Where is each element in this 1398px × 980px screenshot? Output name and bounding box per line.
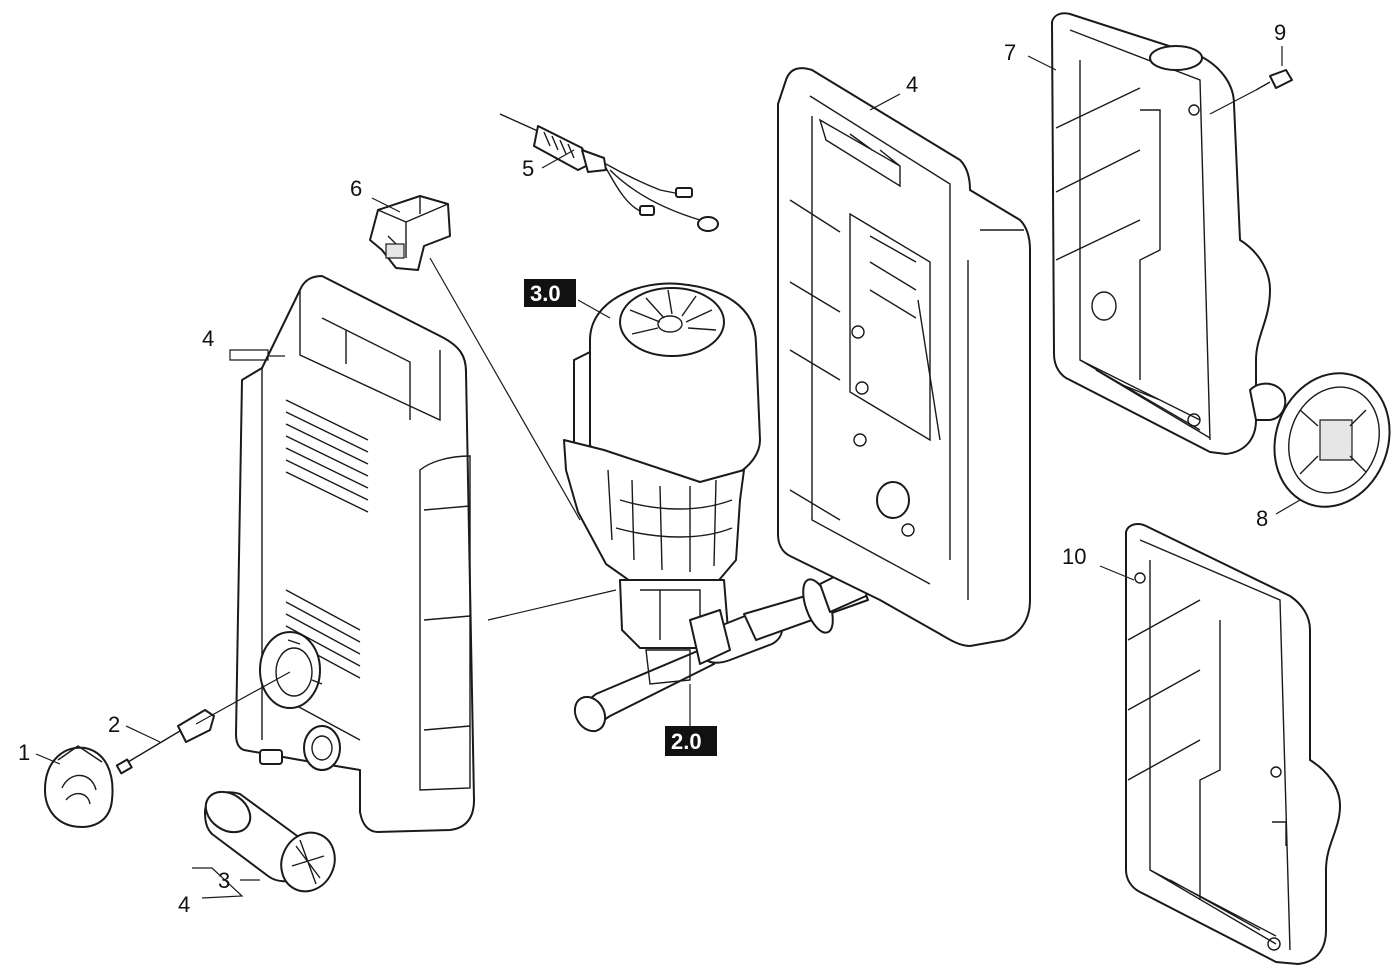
front-housing [235, 275, 475, 833]
badge-motor-group: 3.0 [524, 279, 576, 307]
part-9-screw [1255, 69, 1293, 91]
leader-lines [35, 46, 1301, 899]
callout-3: 3 [218, 868, 230, 893]
callout-9: 9 [1274, 20, 1286, 45]
part-5-cable [499, 113, 719, 232]
callout-2: 2 [108, 712, 120, 737]
part-6-switch [369, 195, 451, 271]
right-housing-7 [1051, 12, 1287, 455]
rear-frame [777, 67, 1031, 647]
callout-1: 1 [18, 740, 30, 765]
motor-assembly [563, 282, 761, 649]
left-housing-10 [1125, 523, 1341, 965]
callout-10: 10 [1062, 544, 1086, 569]
callout-4-rear-frame: 4 [906, 72, 918, 97]
callout-8: 8 [1256, 506, 1268, 531]
callout-4-front-housing: 4 [202, 326, 214, 351]
pump-assembly [573, 564, 872, 733]
callout-6: 6 [350, 176, 362, 201]
part-1-cap [44, 745, 114, 828]
badge-pump-group: 2.0 [665, 726, 717, 756]
badge-3-0-label: 3.0 [530, 281, 561, 306]
part-8-wheel [1273, 372, 1391, 508]
callout-4-bottom: 4 [178, 892, 190, 917]
callout-5: 5 [522, 156, 534, 181]
badge-2-0-label: 2.0 [671, 729, 702, 754]
callouts: 1 2 3 4 4 5 6 4 7 9 8 10 [18, 20, 1286, 917]
part-2-pin [115, 709, 215, 775]
callout-7: 7 [1004, 40, 1016, 65]
part-3-coupling [204, 790, 336, 893]
